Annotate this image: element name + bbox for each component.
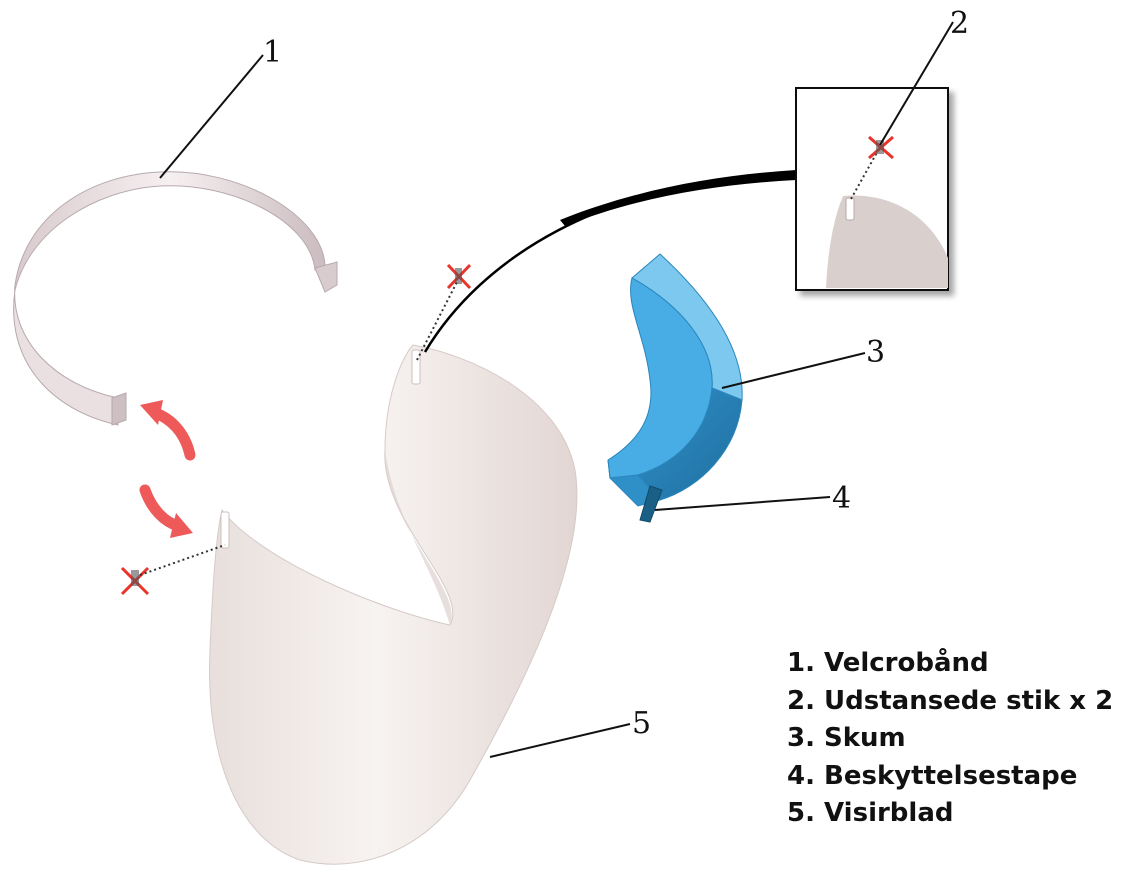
legend-item-punched-tabs: 2. Udstansede stik x 2 — [787, 683, 1113, 721]
leader-line-3 — [722, 353, 865, 388]
cross-mark-icon — [448, 265, 470, 288]
strap-top-face — [15, 172, 325, 290]
visor-sheet — [210, 345, 577, 864]
parts-legend: 1. Velcrobånd 2. Udstansede stik x 2 3. … — [787, 645, 1113, 833]
callout-4: 4 — [832, 481, 851, 516]
legend-item-visor-sheet: 5. Visirblad — [787, 795, 1113, 833]
foam-block — [608, 254, 742, 506]
legend-item-velcro-strap: 1. Velcrobånd — [787, 645, 1113, 683]
cross-mark-icon — [122, 568, 148, 594]
callout-3: 3 — [866, 335, 885, 370]
legend-item-protective-tape: 4. Beskyttelsestape — [787, 758, 1113, 796]
inset-detail — [796, 88, 948, 290]
visor-sheet-shape — [210, 345, 577, 864]
leader-line-1 — [160, 55, 263, 178]
inset-connector-curve — [425, 173, 796, 352]
visor-slot-left — [221, 512, 229, 548]
rotate-arrow-icon — [145, 490, 193, 538]
inset-slot — [846, 198, 854, 220]
legend-item-foam: 3. Skum — [787, 720, 1113, 758]
callout-5: 5 — [632, 706, 651, 741]
callout-2: 2 — [950, 6, 969, 41]
callout-1: 1 — [263, 35, 282, 70]
rotate-arrow-icon — [140, 400, 190, 455]
strap-left-end — [112, 393, 126, 425]
leader-line-4 — [655, 497, 830, 510]
strap-band — [14, 285, 118, 425]
velcro-strap — [14, 172, 337, 425]
leader-line-5 — [490, 724, 630, 757]
dotted-link-left — [140, 545, 225, 575]
inset-connector-thick — [560, 170, 796, 226]
